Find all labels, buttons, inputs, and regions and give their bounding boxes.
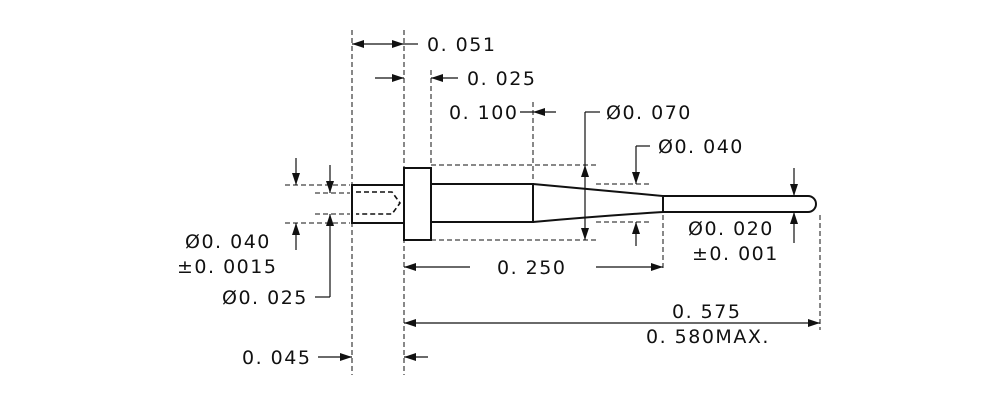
pin-head (351, 184, 405, 224)
pin-tolerance-label: ±0. 001 (692, 243, 779, 265)
flange-thickness-label: 0. 051 (427, 34, 496, 56)
pin-diameter-label: Ø0. 020 (688, 218, 774, 240)
tip-diameter-label: Ø0. 040 (658, 136, 744, 158)
pin-taper (532, 183, 664, 223)
dimension-labels: 0. 051 0. 025 0. 100 Ø0. 070 Ø0. 040 Ø0.… (177, 34, 779, 369)
bore-inner-diameter-label: Ø0. 025 (222, 287, 308, 309)
shank-length-label: 0. 250 (497, 257, 566, 279)
bore-diameter-label: Ø0. 040 (185, 231, 271, 253)
head-offset-label: 0. 045 (242, 347, 311, 369)
pin-body (431, 183, 534, 223)
body-diameter-label: Ø0. 070 (606, 102, 692, 124)
bore-tolerance-label: ±0. 0015 (177, 256, 277, 278)
pin-tip (663, 195, 817, 213)
pin-outline (351, 167, 817, 241)
overall-length-label: 0. 575 (672, 301, 741, 323)
hidden-bore (356, 191, 401, 215)
collar-length-label: 0. 025 (467, 68, 536, 90)
overall-max-label: 0. 580MAX. (646, 326, 770, 348)
taper-start-label: 0. 100 (449, 102, 518, 124)
pin-flange (403, 167, 432, 241)
dimension-lines (292, 40, 820, 361)
